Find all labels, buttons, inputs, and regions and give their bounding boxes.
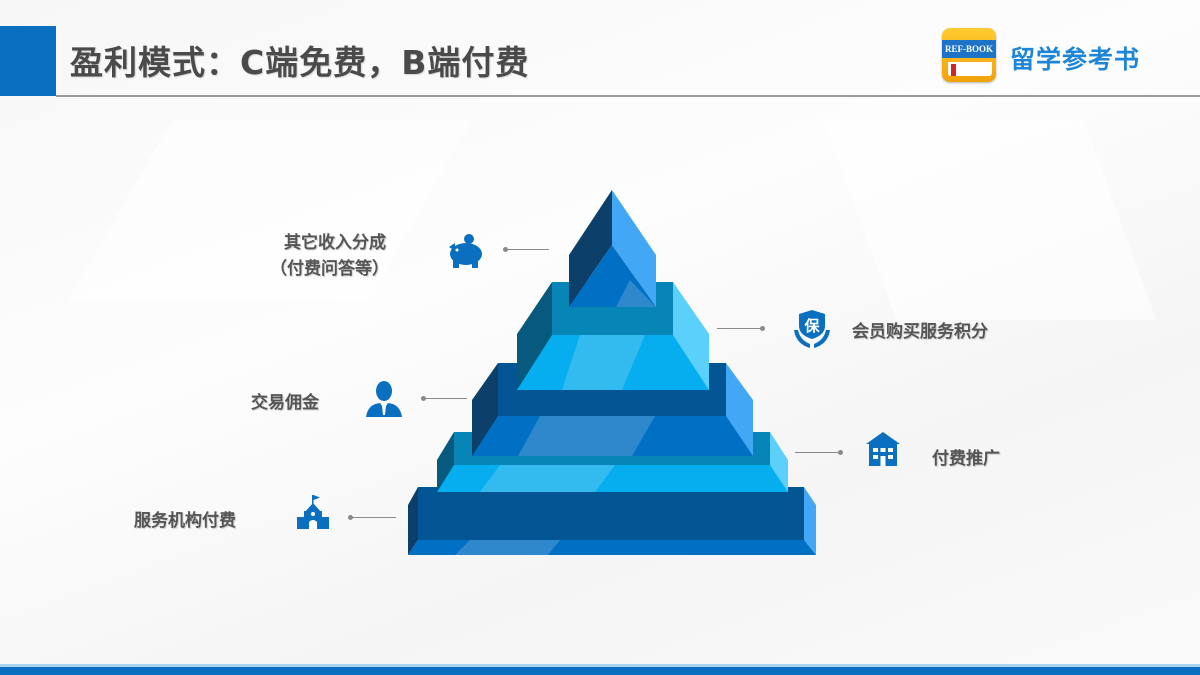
logo-text: REF-BOOK <box>942 40 996 58</box>
building-icon <box>866 432 900 466</box>
business-person-icon <box>366 381 402 417</box>
brand-logo: REF-BOOK <box>942 28 996 82</box>
label-other-revenue: 其它收入分成 <box>284 233 386 253</box>
footer-bar <box>0 667 1200 675</box>
footer-accent-line <box>0 664 1200 667</box>
label-other-revenue-sub: （付费问答等） <box>270 259 389 279</box>
title-divider <box>56 95 1200 97</box>
label-institution-fee: 服务机构付费 <box>134 511 236 531</box>
protection-badge-icon: 保 <box>794 310 830 348</box>
connector-line <box>350 517 396 518</box>
school-icon <box>297 495 329 529</box>
brand-name: 留学参考书 <box>1010 45 1141 74</box>
connector-line <box>717 328 762 329</box>
bookmark-icon <box>951 64 956 76</box>
piggy-bank-icon <box>449 234 482 268</box>
svg-text:保: 保 <box>803 317 820 335</box>
connector-line <box>505 249 549 250</box>
title-accent-block <box>0 26 56 96</box>
label-paid-promotion: 付费推广 <box>932 449 1000 469</box>
connector-line <box>423 398 467 399</box>
label-commission: 交易佣金 <box>251 393 319 413</box>
label-membership: 会员购买服务积分 <box>852 322 988 342</box>
pyramid-top <box>569 190 656 307</box>
page-title: 盈利模式：C端免费，B端付费 <box>70 43 530 82</box>
pyramid-tier-5 <box>408 487 816 555</box>
connector-line <box>795 452 840 453</box>
